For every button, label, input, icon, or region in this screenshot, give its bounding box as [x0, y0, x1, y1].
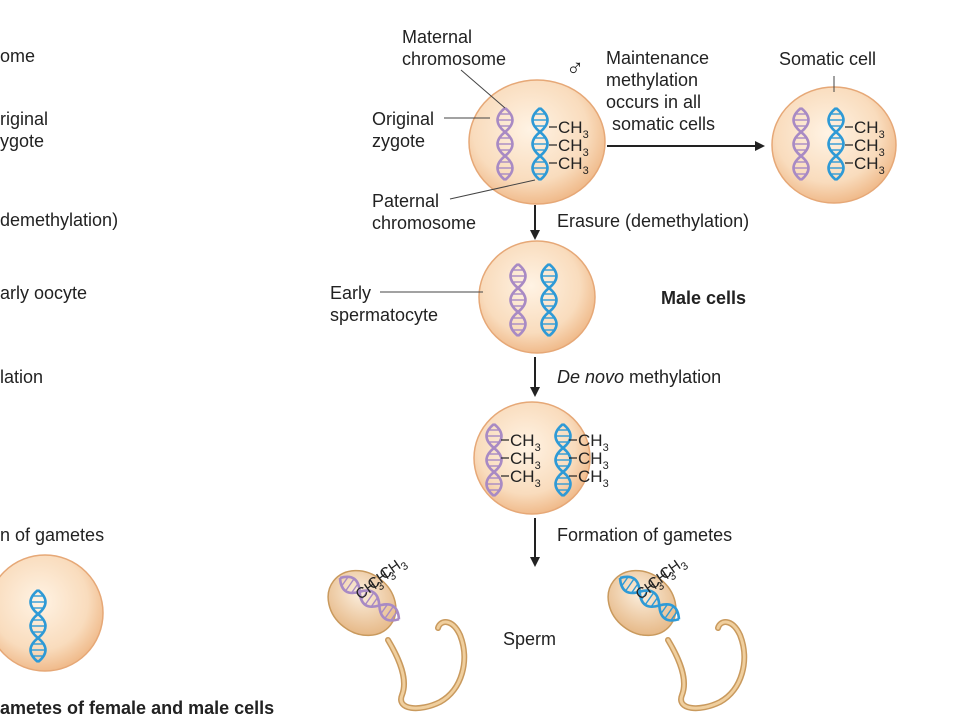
svg-text:CH3: CH3 [854, 136, 885, 159]
maternal-label-a: Maternal [402, 27, 473, 47]
left-label-erasure: demethylation) [0, 210, 119, 230]
paternal-label-a: Paternal [372, 191, 440, 211]
spermatocyte-label-b: spermatocyte [330, 305, 439, 325]
somatic-cell-label: Somatic cell [779, 49, 877, 69]
de-novo-label: De novo methylation [557, 366, 721, 388]
maintenance-line-3: occurs in all [606, 92, 702, 112]
svg-text:CH3: CH3 [558, 136, 589, 159]
sperm-label: Sperm [503, 629, 557, 649]
svg-text:CH3: CH3 [510, 431, 541, 454]
female-cell-partial [0, 554, 104, 672]
maternal-label-b: chromosome [402, 49, 507, 69]
svg-text:CH3: CH3 [558, 118, 589, 141]
zygote-cell: CH3 CH3 CH3 [468, 79, 606, 205]
maintenance-line-4: somatic cells [612, 114, 716, 134]
zygote-methyl-groups: CH3 CH3 CH3 [558, 118, 589, 177]
svg-text:CH3: CH3 [510, 467, 541, 490]
original-zygote-label-b: zygote [372, 131, 426, 151]
svg-text:CH3: CH3 [578, 467, 609, 490]
svg-text:CH3: CH3 [510, 449, 541, 472]
spermatocyte-label-a: Early [330, 283, 372, 303]
left-label-oocyte: arly oocyte [0, 283, 88, 303]
maintenance-line-1: Maintenance [606, 48, 710, 68]
left-caption: ametes of female and male cells [0, 698, 275, 718]
paternal-label-b: chromosome [372, 213, 477, 233]
svg-text:CH3: CH3 [854, 154, 885, 177]
sperm-maternal: CH3 CH3 CH3 [327, 553, 468, 712]
maintenance-line-2: methylation [606, 70, 699, 90]
original-zygote-label-a: Original [372, 109, 435, 129]
left-label-methylation: lation [0, 367, 44, 387]
de-novo-rest: methylation [624, 367, 722, 387]
spermatocyte-cell [380, 240, 596, 354]
male-cells-heading: Male cells [661, 288, 747, 308]
svg-text:CH3: CH3 [558, 154, 589, 177]
de-novo-italic: De novo [557, 367, 625, 387]
left-label-chromosome: ome [0, 46, 36, 66]
left-label-original-b: ygote [0, 131, 45, 151]
svg-text:CH3: CH3 [578, 431, 609, 454]
formation-of-gametes-label: Formation of gametes [557, 525, 733, 545]
erasure-label: Erasure (demethylation) [557, 211, 750, 231]
sperm-paternal: CH3 CH3 CH3 [607, 553, 748, 712]
methylated-cell: CH3 CH3 CH3 CH3 CH3 CH3 [473, 401, 609, 515]
somatic-cell: CH3 CH3 CH3 [771, 76, 897, 204]
svg-text:CH3: CH3 [578, 449, 609, 472]
left-label-original-a: riginal [0, 109, 49, 129]
svg-text:CH3: CH3 [854, 118, 885, 141]
male-symbol: ♂ [566, 55, 584, 82]
left-label-gametes: n of gametes [0, 525, 105, 545]
zygote-leaders [444, 69, 536, 200]
